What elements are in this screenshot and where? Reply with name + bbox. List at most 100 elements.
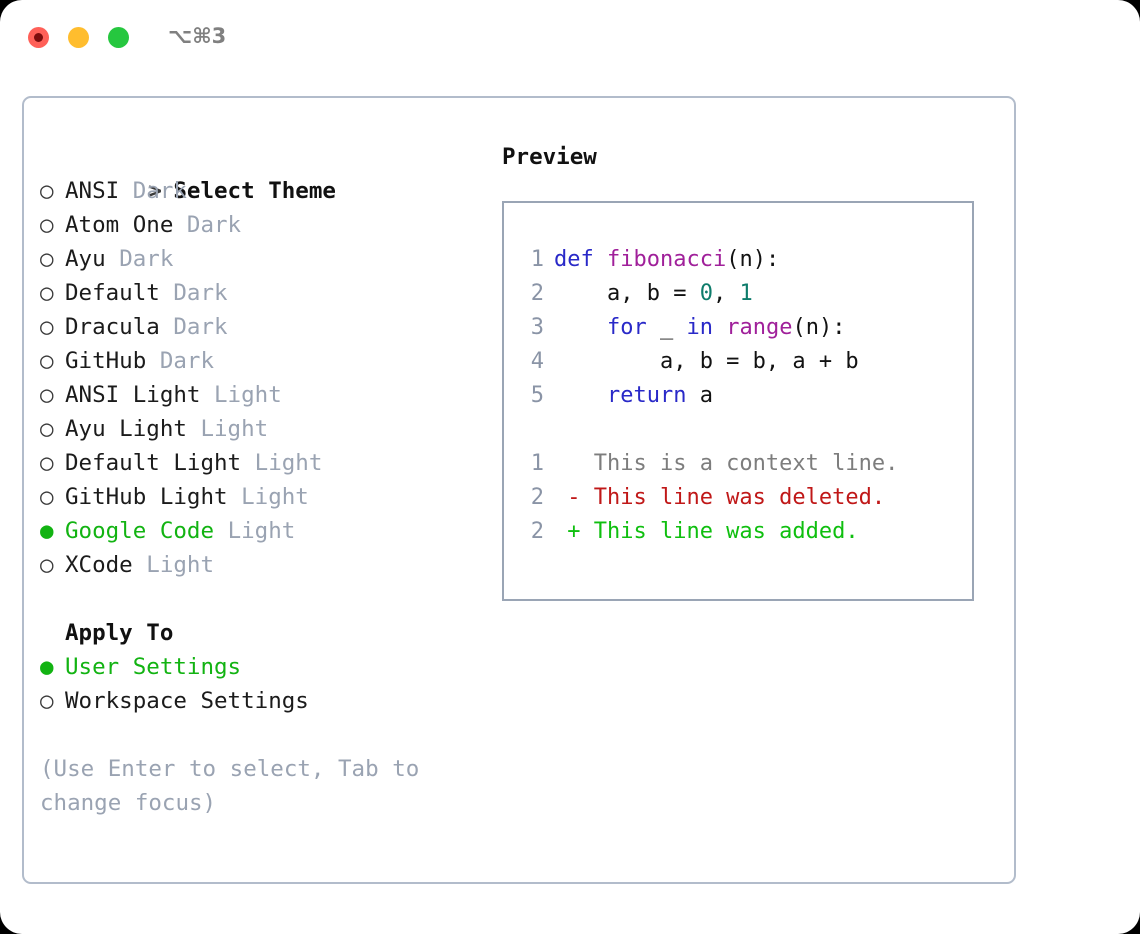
title-bar: ⌥⌘3 [0, 0, 1140, 78]
code-line: 4 a, b = b, a + b [518, 345, 972, 379]
theme-name: Dracula [65, 314, 174, 340]
radio-unselected-icon: ○ [40, 314, 54, 340]
code-token: _ [646, 315, 687, 340]
radio-unselected-icon: ○ [40, 280, 54, 306]
theme-variant-label: Light [146, 552, 215, 578]
theme-variant-label: Light [200, 416, 269, 442]
theme-list: ○ANSI Dark○Atom One Dark○Ayu Dark○Defaul… [40, 174, 480, 582]
diff-line: 2 - This line was deleted. [518, 481, 972, 515]
radio-unselected-icon: ○ [40, 416, 54, 442]
radio-unselected-icon: ○ [40, 552, 54, 578]
theme-name: GitHub Light [65, 484, 242, 510]
theme-list-item[interactable]: ○Default Dark [40, 276, 480, 310]
code-token: a, b = b, a + b [554, 349, 859, 374]
theme-variant-label: Dark [132, 178, 187, 204]
theme-variant-label: Dark [159, 348, 215, 374]
theme-variant-label: Dark [119, 246, 174, 272]
theme-name: Default Light [65, 450, 255, 476]
theme-name: XCode [65, 552, 147, 578]
radio-selected-icon: ● [40, 654, 54, 680]
line-number: 3 [530, 315, 544, 340]
line-number: 2 [530, 519, 544, 544]
line-number: 1 [530, 451, 544, 476]
diff-sample: 1 This is a context line. 2 - This line w… [518, 447, 972, 549]
theme-variant-label: Dark [173, 314, 228, 340]
diff-text: This is a context line. [554, 451, 899, 476]
theme-list-item[interactable]: ○ GitHub Light Light [40, 480, 480, 514]
code-token: (n): [792, 315, 846, 340]
code-token: return [606, 383, 687, 408]
theme-list-item[interactable]: ○ Default Light Light [40, 446, 480, 480]
radio-unselected-icon: ○ [40, 450, 54, 476]
theme-name: Google Code [65, 518, 228, 544]
code-line: 1 def fibonacci(n): [518, 243, 972, 277]
code-line: 3 for _ in range(n): [518, 311, 972, 345]
code-token: fibonacci [606, 247, 727, 272]
apply-to-list-item[interactable]: ○Workspace Settings [40, 684, 480, 718]
theme-list-item[interactable]: ○ANSI Light Light [40, 378, 480, 412]
line-number: 2 [530, 281, 544, 306]
main-panel: >Select Theme ○ANSI Dark○Atom One Dark○A… [22, 96, 1016, 884]
radio-unselected-icon: ○ [40, 484, 54, 510]
theme-name: GitHub [65, 348, 160, 374]
theme-picker-column: >Select Theme ○ANSI Dark○Atom One Dark○A… [40, 140, 480, 820]
theme-name: Atom One [65, 212, 187, 238]
theme-name: Ayu [65, 246, 120, 272]
theme-list-item[interactable]: ○ GitHub Dark [40, 344, 480, 378]
line-number: 1 [530, 247, 544, 272]
code-spacer [518, 413, 972, 447]
theme-name: ANSI [65, 178, 133, 204]
theme-list-item[interactable]: ○ Ayu Light Light [40, 412, 480, 446]
theme-variant-label: Light [254, 450, 323, 476]
line-number: 2 [530, 485, 544, 510]
diff-text: + This line was added. [554, 519, 859, 544]
theme-name: ANSI Light [65, 382, 215, 408]
theme-variant-label: Light [227, 518, 296, 544]
diff-line: 2 + This line was added. [518, 515, 972, 549]
code-token [713, 315, 726, 340]
maximize-window-button[interactable] [108, 27, 129, 48]
radio-unselected-icon: ○ [40, 178, 54, 204]
radio-unselected-icon: ○ [40, 348, 54, 374]
code-token: range [726, 315, 793, 340]
code-token: def [554, 247, 607, 272]
theme-variant-label: Dark [173, 280, 228, 306]
theme-variant-label: Dark [186, 212, 242, 238]
code-token: 1 [739, 281, 753, 306]
theme-name: Ayu Light [65, 416, 201, 442]
keyboard-shortcut-label: ⌥⌘3 [168, 24, 227, 48]
code-token: a, b = [554, 281, 700, 306]
radio-unselected-icon: ○ [40, 212, 54, 238]
theme-list-item[interactable]: ○ XCode Light [40, 548, 480, 582]
radio-unselected-icon: ○ [40, 688, 54, 714]
radio-selected-icon: ● [40, 518, 54, 544]
line-number: 4 [530, 349, 544, 374]
theme-picker-header: > Select Theme [40, 140, 480, 204]
apply-to-list-item[interactable]: ● User Settings [40, 650, 480, 684]
minimize-window-button[interactable] [68, 27, 89, 48]
radio-unselected-icon: ○ [40, 382, 54, 408]
code-token [554, 383, 607, 408]
diff-text: - This line was deleted. [554, 485, 886, 510]
theme-list-item[interactable]: ○ Atom One Dark [40, 208, 480, 242]
code-token: for [606, 315, 647, 340]
code-token: a [686, 383, 713, 408]
code-token: , [712, 281, 740, 306]
line-number: 5 [530, 383, 544, 408]
page-title: Select Theme [173, 178, 336, 204]
theme-variant-label: Light [241, 484, 309, 510]
theme-list-item[interactable]: ○Ayu Dark [40, 242, 480, 276]
code-token: (n): [726, 247, 780, 272]
theme-list-item[interactable]: ● Google Code Light [40, 514, 480, 548]
prompt-caret-icon: > [148, 178, 162, 204]
code-token [554, 315, 607, 340]
apply-to-option-label: User Settings [65, 654, 242, 680]
close-window-button[interactable] [28, 27, 49, 48]
theme-list-item[interactable]: ○ Dracula Dark [40, 310, 480, 344]
code-token: 0 [699, 281, 713, 306]
theme-list-item[interactable]: ○ ANSI Dark [40, 174, 480, 208]
